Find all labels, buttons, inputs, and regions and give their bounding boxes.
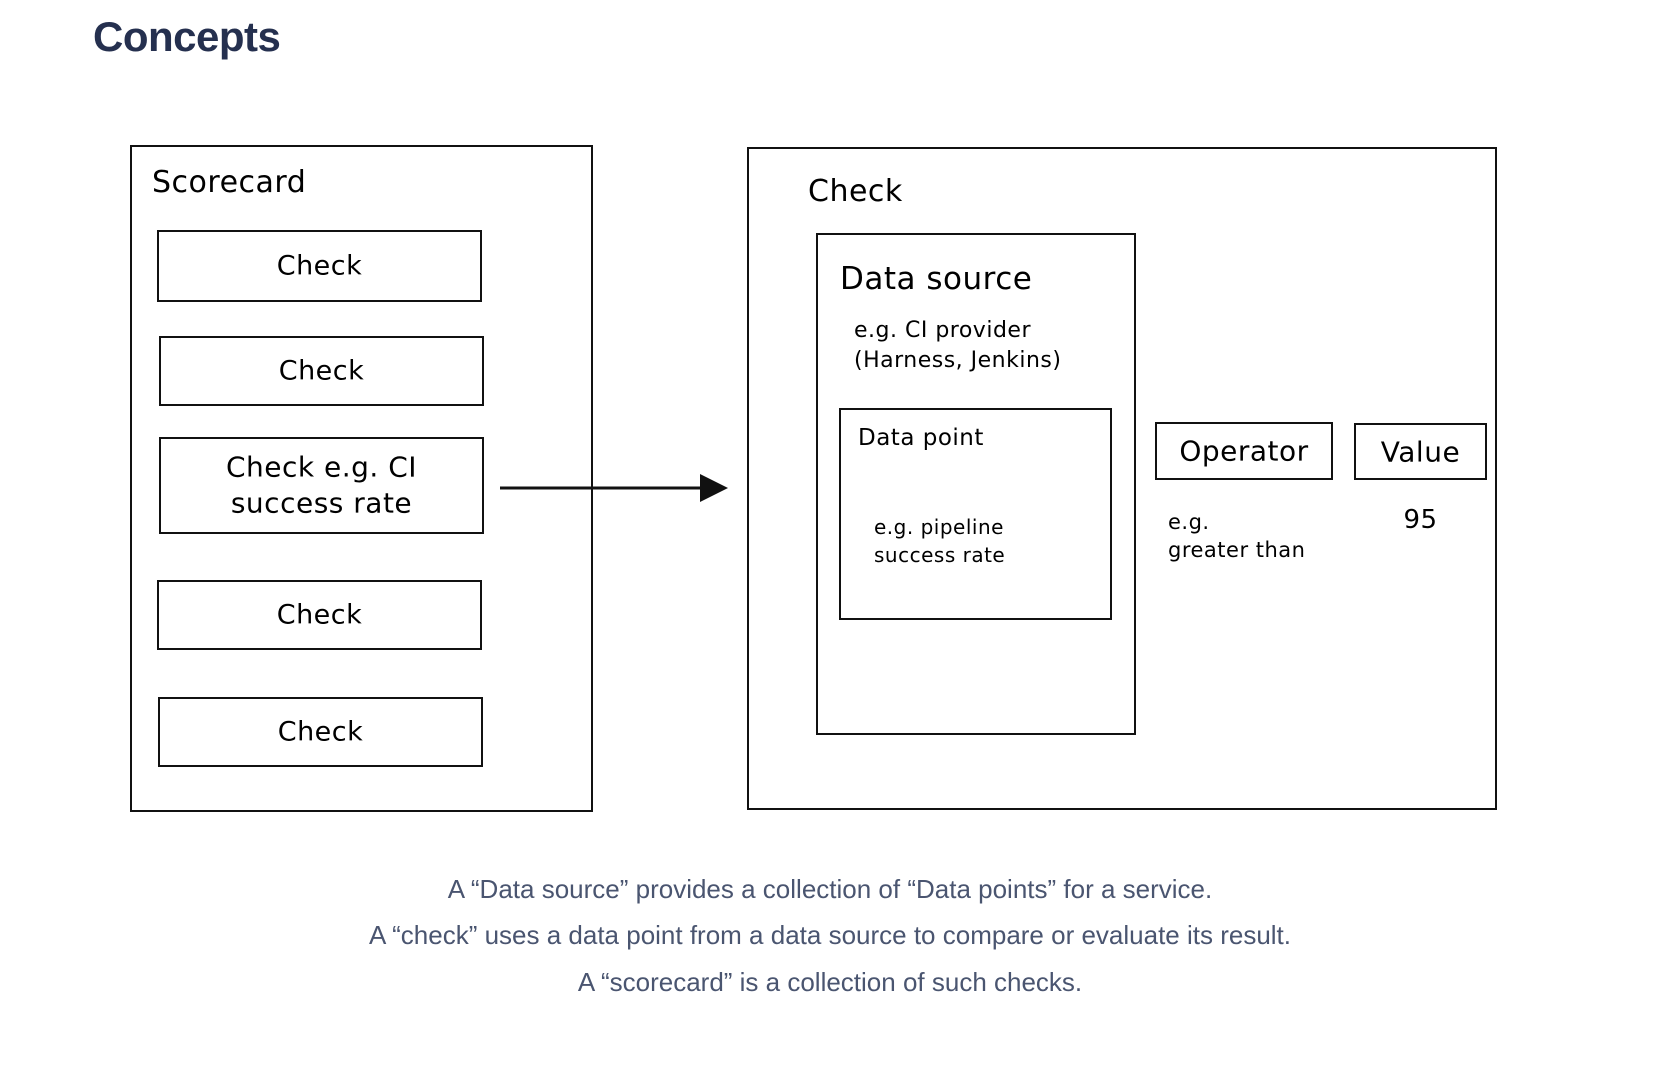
check-item-label: Check <box>277 716 364 748</box>
data-point-box <box>839 408 1112 620</box>
scorecard-check-item-1[interactable]: Check <box>157 230 482 302</box>
data-source-example: e.g. CI provider (Harness, Jenkins) <box>854 318 1062 373</box>
concepts-diagram: Scorecard Check Check Check e.g. CI succ… <box>130 145 1497 812</box>
scorecard-check-item-3[interactable]: Check e.g. CI success rate <box>159 437 484 534</box>
caption-line-3: A “scorecard” is a collection of such ch… <box>577 966 1083 997</box>
caption-line-1: A “Data source” provides a collection of… <box>447 874 1213 904</box>
data-point-example: e.g. pipeline success rate <box>874 515 1006 567</box>
value-label: Value <box>1380 435 1461 468</box>
value-box[interactable]: Value <box>1354 423 1487 480</box>
data-point-label: Data point <box>858 425 984 451</box>
check-item-label: Check <box>278 355 365 387</box>
operator-box[interactable]: Operator <box>1155 422 1333 480</box>
operator-example: e.g. greater than <box>1168 510 1306 563</box>
value-example: 95 <box>1403 505 1438 535</box>
scorecard-check-item-5[interactable]: Check <box>158 697 483 767</box>
data-source-label: Data source <box>840 261 1033 297</box>
operator-label: Operator <box>1179 434 1309 468</box>
scorecard-label: Scorecard <box>152 165 307 200</box>
check-item-label: Check <box>276 599 363 631</box>
connector-arrow-icon <box>500 474 728 502</box>
check-detail-label: Check <box>808 174 903 209</box>
scorecard-check-item-2[interactable]: Check <box>159 336 484 406</box>
scorecard-check-item-4[interactable]: Check <box>157 580 482 650</box>
page-title: Concepts <box>93 13 281 60</box>
check-item-label: Check e.g. CI success rate <box>225 450 418 520</box>
check-item-label: Check <box>276 250 363 282</box>
caption-block: A “Data source” provides a collection of… <box>0 866 1660 1005</box>
caption-line-2: A “check” uses a data point from a data … <box>368 920 1292 951</box>
